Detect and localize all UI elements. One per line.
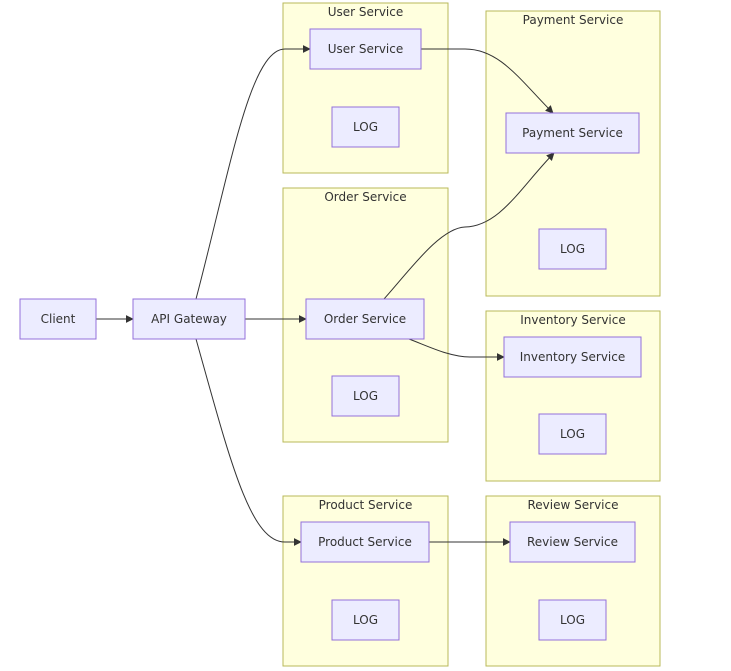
edge-api-gateway-to-user-service xyxy=(195,45,311,300)
edge-order-service-to-payment-service xyxy=(383,152,555,300)
node-product-service-label: Product Service xyxy=(318,535,412,549)
node-review-service-label: Review Service xyxy=(527,535,618,549)
node-payment-log-label: LOG xyxy=(560,242,585,256)
node-inventory-log-label: LOG xyxy=(560,427,585,441)
node-review-service-box xyxy=(509,521,636,563)
node-user-service: User Service xyxy=(309,28,422,70)
node-order-service-box xyxy=(305,298,425,340)
node-user-log-label: LOG xyxy=(353,120,378,134)
node-user-service-label: User Service xyxy=(328,42,404,56)
node-payment-log-box xyxy=(538,228,607,270)
node-order-log: LOG xyxy=(331,375,400,417)
node-api-gateway: API Gateway xyxy=(132,298,246,340)
node-order-log-label: LOG xyxy=(353,389,378,403)
node-order-log-box xyxy=(331,375,400,417)
node-product-service: Product Service xyxy=(300,521,430,563)
edge-api-gateway-to-product-service xyxy=(195,338,302,546)
cluster-payment-service-title: Payment Service xyxy=(523,13,624,27)
node-order-service: Order Service xyxy=(305,298,425,340)
node-inventory-service-label: Inventory Service xyxy=(520,350,625,364)
node-client-box xyxy=(19,298,97,340)
node-user-log: LOG xyxy=(331,106,400,148)
node-product-log: LOG xyxy=(331,599,400,641)
cluster-user-service-title: User Service xyxy=(328,5,404,19)
node-api-gateway-label: API Gateway xyxy=(151,312,227,326)
node-review-service: Review Service xyxy=(509,521,636,563)
edge-user-service-to-payment-service xyxy=(421,48,554,114)
node-review-log-label: LOG xyxy=(560,613,585,627)
node-client-label: Client xyxy=(41,312,76,326)
edge-order-service-to-inventory-service xyxy=(408,338,505,361)
node-inventory-service-box xyxy=(503,336,642,378)
node-review-log-box xyxy=(538,599,607,641)
cluster-product-service-title: Product Service xyxy=(319,498,413,512)
node-payment-service-box xyxy=(505,112,640,154)
node-order-service-label: Order Service xyxy=(324,312,406,326)
node-payment-service-label: Payment Service xyxy=(522,126,623,140)
node-user-log-box xyxy=(331,106,400,148)
node-product-service-box xyxy=(300,521,430,563)
node-product-log-label: LOG xyxy=(353,613,378,627)
cluster-review-service-title: Review Service xyxy=(528,498,619,512)
node-payment-service: Payment Service xyxy=(505,112,640,154)
node-inventory-log-box xyxy=(538,413,607,455)
node-api-gateway-box xyxy=(132,298,246,340)
node-product-log-box xyxy=(331,599,400,641)
node-user-service-box xyxy=(309,28,422,70)
node-inventory-log: LOG xyxy=(538,413,607,455)
node-client: Client xyxy=(19,298,97,340)
node-review-log: LOG xyxy=(538,599,607,641)
cluster-order-service-title: Order Service xyxy=(324,190,406,204)
node-inventory-service: Inventory Service xyxy=(503,336,642,378)
cluster-inventory-service-title: Inventory Service xyxy=(520,313,625,327)
node-payment-log: LOG xyxy=(538,228,607,270)
